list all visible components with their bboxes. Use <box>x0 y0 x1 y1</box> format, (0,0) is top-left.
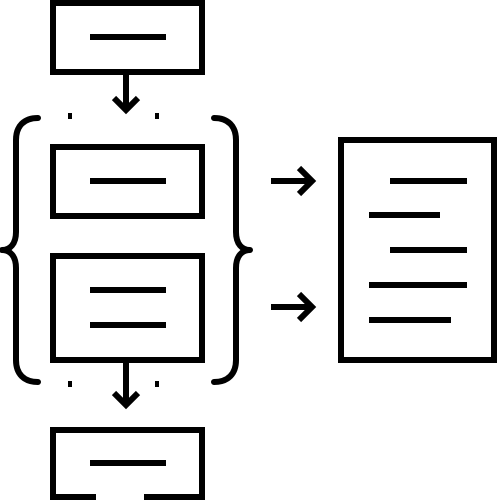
left-curly-brace-icon <box>0 115 41 385</box>
arrow-down-icon-bottom <box>111 360 141 410</box>
arrow-right-icon-upper <box>271 165 317 197</box>
bottom-process-box <box>50 427 205 500</box>
bottom-dot-marks <box>68 381 159 387</box>
middle-process-box-1 <box>50 144 205 219</box>
right-curly-brace-icon <box>211 115 253 385</box>
top-process-box <box>50 0 205 75</box>
arrow-right-icon-lower <box>271 291 317 323</box>
middle-process-box-2 <box>50 253 205 363</box>
document-lines-icon <box>338 137 497 363</box>
top-dot-marks <box>68 113 159 119</box>
arrow-down-icon-top <box>111 72 141 115</box>
